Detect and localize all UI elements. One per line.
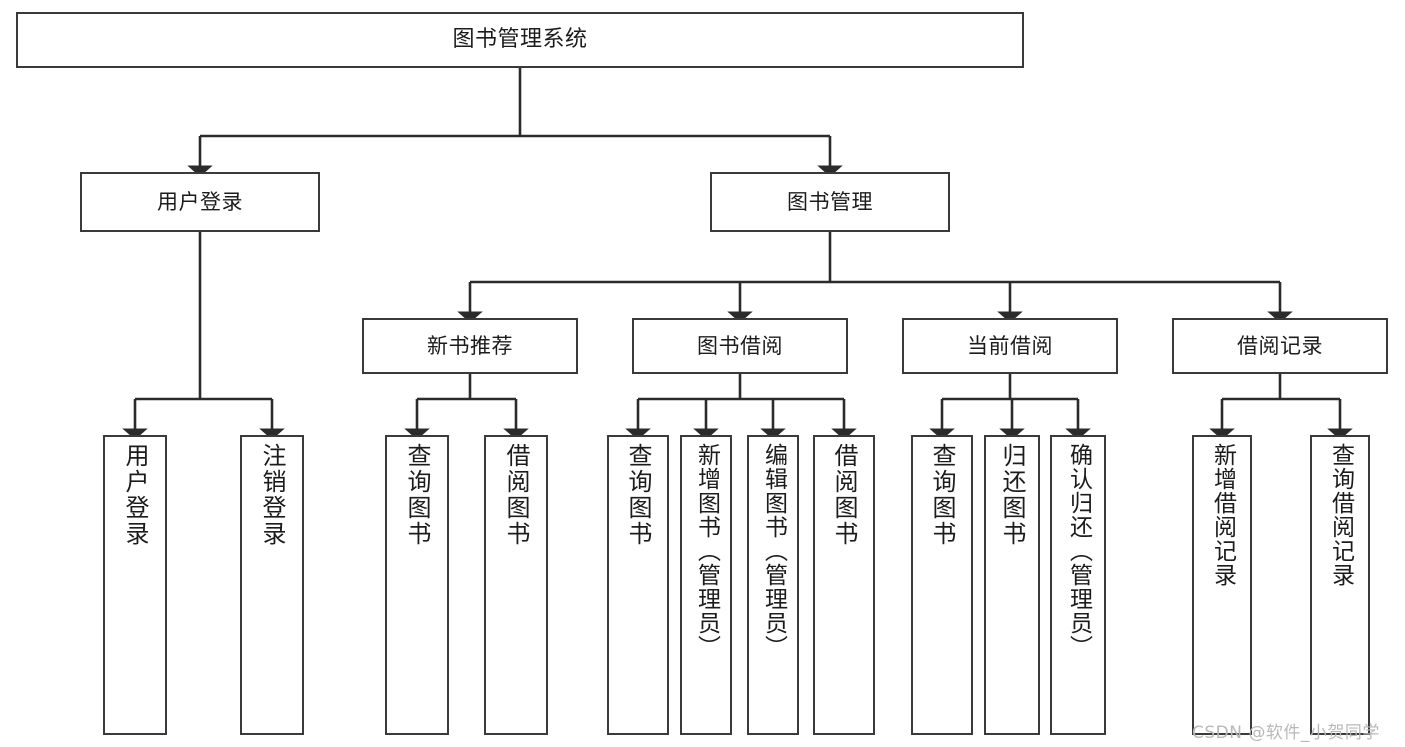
- node-leaf-new-1[interactable]: 查询图书: [385, 435, 449, 735]
- node-leaf-new-2[interactable]: 借阅图书: [484, 435, 548, 735]
- node-leaf-rec-1[interactable]: 新增借阅记录: [1192, 435, 1252, 735]
- node-label: 借阅图书: [830, 443, 858, 547]
- node-leaf-cur-1[interactable]: 查询图书: [911, 435, 973, 735]
- node-leaf-cur-2[interactable]: 归还图书: [984, 435, 1040, 735]
- node-leaf-login-1[interactable]: 用户登录: [103, 435, 167, 735]
- node-label: 新增借阅记录: [1209, 443, 1236, 587]
- node-leaf-borrow-3[interactable]: 编辑图书（管理员）: [747, 435, 799, 735]
- node-label: 注销登录: [258, 443, 286, 547]
- node-label: 借阅图书: [502, 443, 530, 547]
- node-label: 图书借阅: [697, 333, 783, 358]
- node-current[interactable]: 当前借阅: [902, 318, 1118, 374]
- node-label: 新书推荐: [427, 333, 513, 358]
- node-newbook[interactable]: 新书推荐: [362, 318, 578, 374]
- node-label: 新增图书（管理员）: [693, 443, 720, 659]
- node-leaf-borrow-1[interactable]: 查询图书: [607, 435, 669, 735]
- node-label: 图书管理: [787, 189, 873, 214]
- node-bookmgmt[interactable]: 图书管理: [710, 172, 950, 232]
- node-leaf-borrow-4[interactable]: 借阅图书: [813, 435, 875, 735]
- node-root[interactable]: 图书管理系统: [16, 12, 1024, 68]
- node-label: 借阅记录: [1237, 333, 1323, 358]
- node-label: 查询借阅记录: [1327, 443, 1354, 587]
- node-label: 用户登录: [121, 443, 149, 547]
- node-label: 归还图书: [998, 443, 1026, 547]
- node-leaf-cur-3[interactable]: 确认归还（管理员）: [1050, 435, 1106, 735]
- node-leaf-borrow-2[interactable]: 新增图书（管理员）: [680, 435, 732, 735]
- node-leaf-rec-2[interactable]: 查询借阅记录: [1310, 435, 1370, 735]
- node-borrow[interactable]: 图书借阅: [632, 318, 848, 374]
- node-label: 用户登录: [157, 189, 243, 214]
- node-label: 查询图书: [928, 443, 956, 547]
- node-label: 当前借阅: [967, 333, 1053, 358]
- node-login[interactable]: 用户登录: [80, 172, 320, 232]
- node-label: 编辑图书（管理员）: [760, 443, 787, 659]
- node-leaf-login-2[interactable]: 注销登录: [240, 435, 304, 735]
- node-label: 确认归还（管理员）: [1065, 443, 1092, 659]
- node-label: 图书管理系统: [452, 27, 588, 53]
- csdn-watermark: CSDN @软件_小贺同学: [1192, 723, 1380, 743]
- node-label: 查询图书: [624, 443, 652, 547]
- node-records[interactable]: 借阅记录: [1172, 318, 1388, 374]
- node-label: 查询图书: [403, 443, 431, 547]
